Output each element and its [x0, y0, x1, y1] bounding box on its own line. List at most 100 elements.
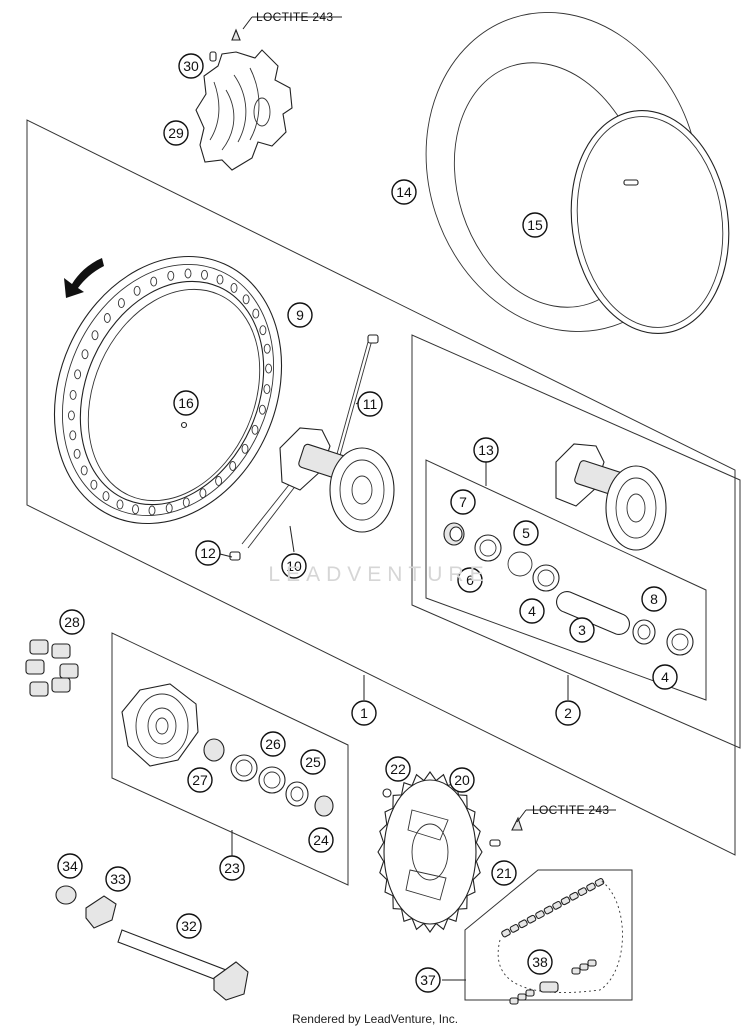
chain-link — [586, 882, 596, 892]
chain-link — [509, 997, 519, 1005]
rear-sprocket-drawing — [377, 771, 523, 933]
callout-25[interactable]: 25 — [300, 749, 326, 775]
callout-6[interactable]: 6 — [457, 567, 483, 593]
rim-spoke-hole — [201, 269, 208, 280]
callout-26[interactable]: 26 — [260, 731, 286, 757]
callout-20[interactable]: 20 — [449, 767, 475, 793]
callout-29[interactable]: 29 — [163, 120, 189, 146]
callout-24[interactable]: 24 — [308, 827, 334, 853]
callout-4b[interactable]: 4 — [652, 664, 678, 690]
rim-spoke-hole — [242, 294, 250, 305]
callout-3[interactable]: 3 — [569, 617, 595, 643]
chain-link — [594, 878, 605, 887]
callout-1[interactable]: 1 — [351, 700, 377, 726]
callout-16[interactable]: 16 — [173, 390, 199, 416]
callout-21[interactable]: 21 — [491, 860, 517, 886]
chain-link — [501, 928, 511, 938]
callout-14[interactable]: 14 — [391, 179, 417, 205]
svg-text:3: 3 — [578, 622, 586, 638]
rim-spoke-hole — [116, 499, 124, 510]
rim-spoke-hole — [67, 410, 75, 421]
svg-text:11: 11 — [363, 396, 378, 412]
callout-32[interactable]: 32 — [176, 913, 202, 939]
chain-link — [579, 963, 589, 971]
rim-spoke-hole — [74, 369, 82, 380]
rim-spoke-hole — [167, 270, 175, 281]
svg-text:37: 37 — [420, 972, 436, 988]
svg-text:26: 26 — [265, 736, 281, 752]
svg-text:21: 21 — [496, 865, 512, 881]
chain-link — [517, 993, 527, 1001]
rim-spoke-hole — [81, 349, 89, 360]
callout-4a[interactable]: 4 — [519, 598, 545, 624]
svg-text:16: 16 — [178, 395, 194, 411]
callout-12[interactable]: 12 — [195, 540, 221, 566]
callout-27[interactable]: 27 — [187, 767, 213, 793]
rim-spoke-hole — [265, 363, 273, 374]
svg-text:1: 1 — [360, 705, 368, 721]
svg-text:7: 7 — [459, 494, 467, 510]
rim-spoke-hole — [229, 461, 237, 471]
callout-13[interactable]: 13 — [473, 437, 499, 463]
axle-drawing — [55, 885, 249, 1001]
bearings-drawing — [203, 522, 694, 817]
chain-drawing — [497, 878, 623, 1005]
callout-38[interactable]: 38 — [527, 949, 553, 975]
rim-spoke-hole — [117, 298, 125, 309]
callout-30[interactable]: 30 — [178, 53, 204, 79]
chain-link — [552, 901, 562, 910]
rim-spoke-hole — [103, 313, 111, 323]
hub-bearing-frame — [425, 459, 707, 701]
svg-text:14: 14 — [396, 184, 412, 200]
chain-link — [577, 887, 588, 896]
chain-link — [526, 914, 537, 924]
brake-disc-drawing — [195, 28, 293, 171]
chain-link — [518, 919, 528, 929]
rim-spoke-hole — [148, 505, 156, 516]
callout-8[interactable]: 8 — [641, 586, 667, 612]
rim-spoke-hole — [133, 285, 141, 296]
svg-text:10: 10 — [286, 558, 302, 574]
svg-text:28: 28 — [64, 614, 80, 630]
callout-11[interactable]: 11 — [357, 391, 383, 417]
rim-spoke-hole — [150, 276, 158, 287]
callout-2[interactable]: 2 — [555, 700, 581, 726]
callout-23[interactable]: 23 — [219, 855, 245, 881]
rim-spoke-hole — [263, 343, 271, 354]
hub-assembly-frame — [411, 334, 741, 749]
svg-text:8: 8 — [650, 591, 658, 607]
callout-37[interactable]: 37 — [415, 967, 441, 993]
chain-link — [535, 910, 545, 919]
callout-7[interactable]: 7 — [450, 489, 476, 515]
rim-spoke-hole — [69, 430, 77, 441]
wheel-assembly-frame — [26, 119, 736, 856]
rim-spoke-hole — [69, 389, 77, 400]
callout-22[interactable]: 22 — [385, 756, 411, 782]
svg-text:27: 27 — [192, 772, 208, 788]
svg-text:20: 20 — [454, 772, 470, 788]
rear-hub-frame — [111, 632, 349, 886]
svg-text:15: 15 — [527, 217, 543, 233]
footer-credit: Rendered by LeadVenture, Inc. — [291, 1012, 459, 1026]
callout-9[interactable]: 9 — [287, 302, 313, 328]
rim-spoke-hole — [184, 268, 192, 279]
chain-frame — [464, 869, 633, 1001]
svg-text:25: 25 — [305, 754, 321, 770]
rim-spoke-hole — [199, 488, 207, 499]
callout-15[interactable]: 15 — [522, 212, 548, 238]
callout-28[interactable]: 28 — [59, 609, 85, 635]
rim-spoke-hole — [215, 475, 223, 486]
callout-33[interactable]: 33 — [105, 866, 131, 892]
svg-text:22: 22 — [390, 761, 406, 777]
callouts: 1 2 3 4 4 5 6 7 8 9 10 11 12 13 14 15 16… — [57, 53, 678, 993]
callout-34[interactable]: 34 — [57, 853, 83, 879]
svg-text:34: 34 — [62, 858, 78, 874]
cush-drive-drawing — [25, 639, 79, 697]
rim-spoke-hole — [230, 282, 238, 293]
rim-spoke-hole — [102, 491, 110, 502]
callout-5[interactable]: 5 — [513, 520, 539, 546]
callout-10[interactable]: 10 — [281, 553, 307, 579]
chain-link — [560, 896, 571, 906]
svg-text:24: 24 — [313, 832, 329, 848]
